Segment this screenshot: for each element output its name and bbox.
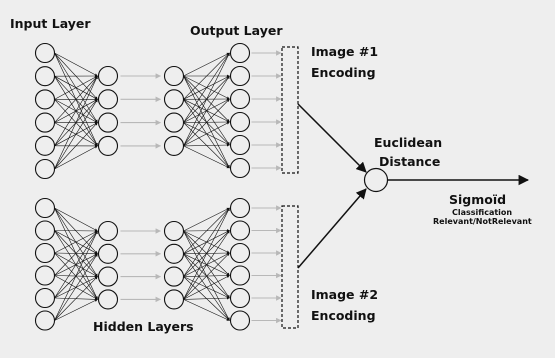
network2-hidden2-node — [163, 220, 185, 242]
network2-input-hidden-edge — [54, 230, 98, 254]
network2-output-node — [229, 287, 251, 309]
network2-output-node — [229, 310, 251, 331]
network2-output-node — [229, 220, 251, 241]
network2-hidden2-node — [163, 266, 185, 287]
classification-label-line2: Relevant/NotRelevant — [433, 217, 532, 226]
network2-input-hidden-edge — [54, 299, 98, 321]
network2-hidden-output-edge — [183, 207, 230, 255]
network1-input-node — [34, 135, 56, 156]
network2-output-node — [229, 242, 251, 264]
network1-output-node — [229, 88, 251, 110]
network1-hidden-output-edge — [183, 145, 230, 169]
network1-input-hidden-edge — [54, 145, 98, 170]
network1-hidden1-node — [97, 65, 119, 87]
euclidean-label-line2: Distance — [379, 154, 440, 169]
network1-hidden-output-edge — [183, 52, 230, 77]
network1-input-node — [34, 89, 56, 110]
network2-input-node — [34, 310, 56, 331]
network2-input-node — [34, 265, 56, 286]
network1-input-hidden-edge — [54, 75, 98, 146]
network1-output-node — [229, 42, 251, 64]
network2-output-node — [229, 197, 251, 219]
network1-input-node — [34, 112, 56, 133]
network2-input-hidden-edge — [54, 230, 98, 299]
network1-input-hidden-edge — [54, 75, 98, 170]
network-nodes — [34, 42, 251, 331]
network2-input-node — [34, 197, 56, 219]
classification-label-line1: Classification — [452, 208, 512, 217]
network2-hidden-output-edge — [183, 252, 230, 300]
network1-input-hidden-edge — [54, 99, 98, 170]
input-layer-label: Input Layer — [10, 16, 91, 31]
network1-input-hidden-edge — [54, 75, 98, 100]
network1-output-node — [229, 111, 251, 133]
network1-hidden2-node — [163, 65, 185, 87]
network2-input-hidden-edge — [54, 230, 98, 276]
network2-hidden1-node — [97, 266, 119, 287]
image2-encoding-label-line1: Image #2 — [311, 287, 378, 302]
network2-hidden-output-edge — [183, 207, 230, 232]
network1-hidden-output-edge — [183, 121, 230, 147]
network1-hidden2-node — [163, 112, 185, 133]
network2-input-hidden-edge — [54, 253, 98, 321]
network1-input-node — [34, 158, 56, 180]
image1-encoding-box — [281, 46, 299, 174]
network1-hidden-output-edge — [183, 52, 230, 100]
network1-hidden2-node — [163, 135, 185, 156]
network1-input-hidden-edge — [54, 75, 98, 123]
network2-hidden1-node — [97, 243, 119, 264]
image2-encoding-box — [281, 205, 299, 329]
network2-hidden2-node — [163, 289, 185, 310]
euclidean-label-line1: Euclidean — [374, 135, 442, 150]
network1-input-hidden-edge — [54, 122, 98, 170]
network2-output-node — [229, 265, 251, 286]
network2-input-node — [34, 220, 56, 241]
network1-input-node — [34, 42, 56, 64]
image1-encoding-label-line2: Encoding — [311, 65, 376, 80]
network2-hidden-output-edge — [183, 230, 230, 300]
image2-encoding-label-line2: Encoding — [311, 308, 376, 323]
network1-hidden-output-edge — [183, 98, 230, 147]
network2-input-hidden-edge — [54, 276, 98, 321]
network1-hidden-output-edge — [183, 75, 230, 147]
network1-output-node — [229, 134, 251, 156]
image1-encoding-label-line1: Image #1 — [311, 44, 378, 59]
network-connections — [54, 50, 282, 324]
output-layer-label: Output Layer — [190, 23, 283, 38]
network2-hidden-output-edge — [183, 207, 230, 300]
network2-hidden1-node — [97, 289, 119, 310]
encoding1-to-distance-arrow — [297, 103, 367, 173]
network1-output-node — [229, 65, 251, 87]
network2-input-node — [34, 242, 56, 264]
network1-hidden1-node — [97, 135, 119, 156]
network2-input-hidden-edge — [54, 207, 98, 232]
network1-hidden1-node — [97, 112, 119, 133]
network1-input-hidden-edge — [54, 52, 98, 77]
network1-hidden2-node — [163, 89, 185, 110]
network2-hidden-output-edge — [183, 207, 230, 277]
network2-hidden2-node — [163, 243, 185, 264]
network2-input-node — [34, 287, 56, 309]
network2-hidden-output-edge — [183, 296, 230, 300]
sigmoid-label: Sigmoïd — [449, 192, 506, 207]
network1-hidden-output-edge — [183, 52, 230, 147]
network1-hidden1-node — [97, 89, 119, 110]
network1-output-node — [229, 157, 251, 179]
network1-input-node — [34, 66, 56, 87]
encoding2-to-distance-arrow — [297, 188, 367, 269]
network2-hidden1-node — [97, 220, 119, 242]
network1-hidden-output-edge — [183, 52, 230, 123]
network2-input-hidden-edge — [54, 230, 98, 321]
network2-hidden-output-edge — [183, 299, 230, 321]
network1-hidden-output-edge — [183, 143, 230, 147]
distance-node — [363, 167, 389, 193]
network2-input-hidden-edge — [54, 229, 98, 233]
network2-hidden-output-edge — [183, 275, 230, 300]
hidden-layers-label: Hidden Layers — [93, 319, 194, 334]
